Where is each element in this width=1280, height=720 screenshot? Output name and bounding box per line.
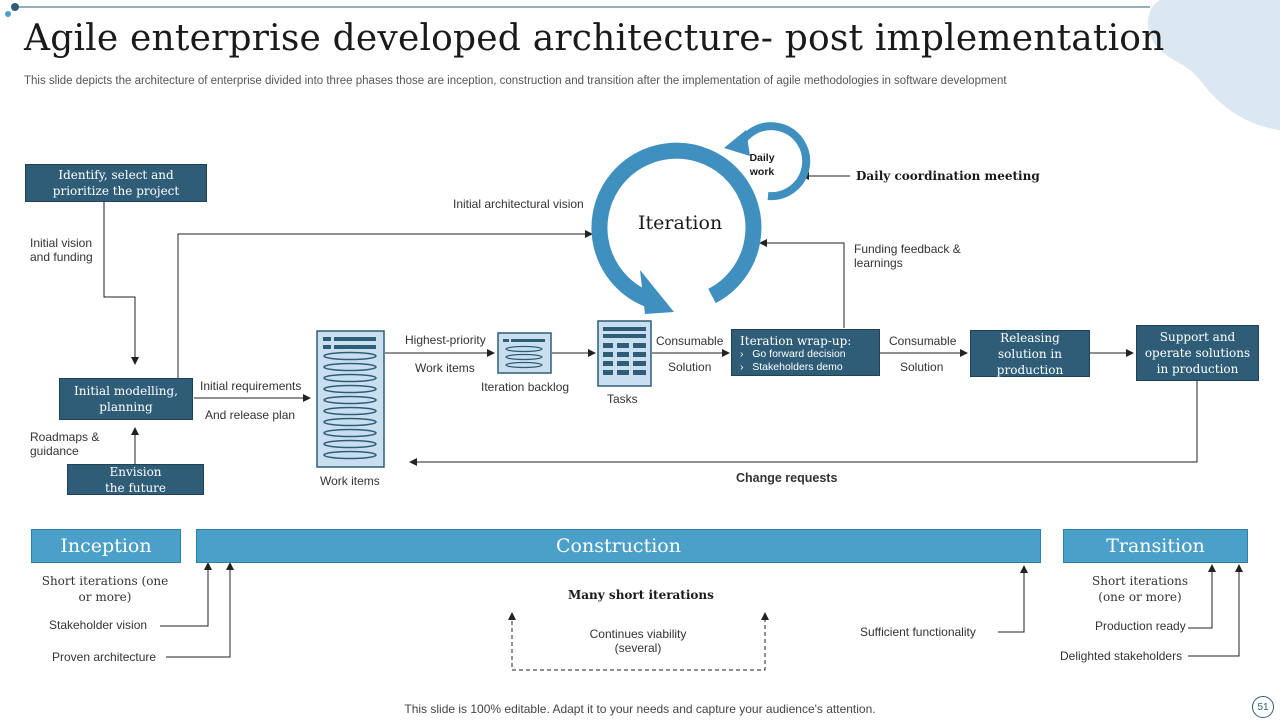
wrapup-item: › Go forward decision [740,348,846,360]
daily-work-label: Daily work [749,152,775,178]
top-dot-small [5,11,11,17]
label-initial-requirements: Initial requirements [200,379,302,393]
arrow-funding-feedback [759,239,845,328]
daily-work-arc [734,122,811,201]
label-tasks: Tasks [607,392,638,406]
label-release-plan: And release plan [205,408,296,422]
label-work-items-bottom: Work items [320,474,380,488]
work-items-icon [316,330,385,468]
connector-production-ready [1188,564,1216,629]
wrapup-title: Iteration wrap-up: [740,334,852,348]
wrapup-item-text: Go forward decision [752,348,846,360]
iteration-backlog-icon [497,332,552,374]
box-identify: Identify, select and prioritize the proj… [25,164,207,202]
connector-stakeholder-vision [160,562,212,627]
inception-short-iterations: Short iterations (one or more) [41,574,169,604]
label-funding-feedback: Funding feedback & learnings [854,242,961,270]
inception-proven-architecture: Proven architecture [52,650,157,664]
wrapup-item: › Stakeholders demo [740,361,843,373]
box-releasing: Releasing solution in production [970,330,1090,377]
label-consumable-1: Consumable [656,334,724,348]
phase-transition: Transition [1063,529,1248,563]
arrow-identify-to-modelling [103,202,139,365]
iteration-cycle-arrowhead [640,270,674,314]
box-initial-modelling: Initial modelling, planning [59,378,193,420]
tasks-icon [597,320,652,387]
label-solution-1: Solution [668,360,712,374]
wrapup-item-text: Stakeholders demo [752,361,843,373]
page-subtitle: This slide depicts the architecture of e… [24,75,1007,87]
construction-many-short: Many short iterations [568,588,714,602]
label-consumable-2: Consumable [889,334,957,348]
arrow-change-requests [409,381,1198,466]
daily-work-arrowhead [724,130,750,156]
page-number: 51 [1252,696,1274,718]
phase-inception: Inception [31,529,181,563]
transition-delighted: Delighted stakeholders [1060,649,1183,663]
viability-arrowhead-left [508,612,516,620]
daily-coordination-label: Daily coordination meeting [856,169,1040,183]
connector-sufficient-functionality [998,565,1028,633]
footer-note: This slide is 100% editable. Adapt it to… [404,702,876,716]
inception-stakeholder-vision: Stakeholder vision [49,618,148,632]
arrow-arch-vision [177,230,593,378]
connector-proven-architecture [166,562,234,658]
connector-delighted [1188,564,1243,657]
transition-production-ready: Production ready [1095,619,1186,633]
label-initial-arch-vision: Initial architectural vision [453,197,584,211]
iteration-label: Iteration [638,212,723,234]
box-support: Support and operate solutions in product… [1136,325,1259,381]
box-iteration-wrapup: Iteration wrap-up: › Go forward decision… [731,329,880,376]
box-envision: Envision the future [67,464,204,495]
construction-continues-viability: Continues viability (several) [589,627,687,655]
top-dot-large [11,3,19,11]
label-iteration-backlog: Iteration backlog [481,380,570,394]
phase-construction: Construction [196,529,1041,563]
label-change-requests: Change requests [736,471,838,485]
transition-short-iterations: Short iterations (one or more) [1092,574,1188,604]
label-highest-priority: Highest-priority [405,333,486,347]
viability-arrowhead-right [761,612,769,620]
label-work-items-top: Work items [415,361,475,375]
iteration-cycle-arc [591,142,762,308]
connector-continues-viability [511,614,766,671]
construction-sufficient-functionality: Sufficient functionality [860,625,976,639]
label-solution-2: Solution [900,360,944,374]
label-roadmaps: Roadmaps & guidance [30,430,100,458]
page-title: Agile enterprise developed architecture-… [24,18,1165,59]
label-initial-vision: Initial vision and funding [30,236,93,264]
corner-blob [1148,0,1280,130]
